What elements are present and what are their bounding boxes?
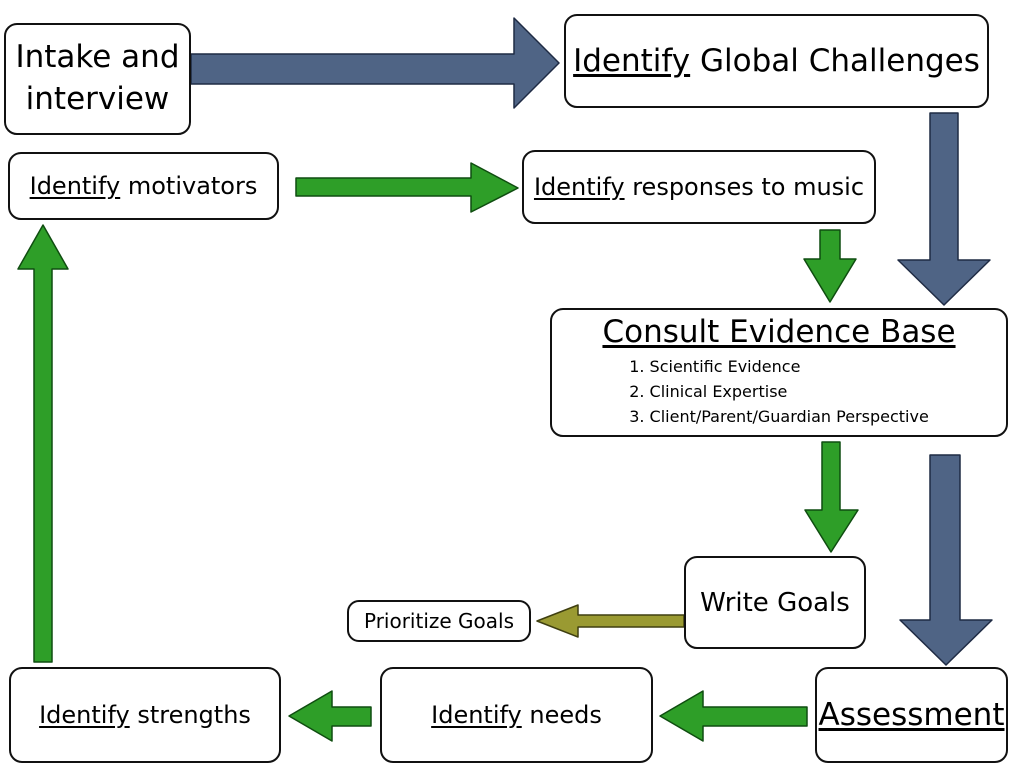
strengths-emph: Identify (39, 701, 130, 729)
arrow-motivators-to-responses (295, 162, 519, 213)
arrow-responses-to-evidence (803, 229, 857, 303)
assessment-label: Assessment (818, 697, 1005, 733)
node-identify-needs: Identify needs (380, 667, 653, 763)
evidence-item: 3. Client/Parent/Guardian Perspective (629, 407, 929, 426)
arrow-global-to-evidence (897, 112, 991, 306)
node-identify-responses-to-music: Identify responses to music (522, 150, 876, 224)
motivators-emph: Identify (29, 172, 121, 200)
prioritize-goals-label: Prioritize Goals (363, 609, 515, 633)
strengths-rest: strengths (129, 701, 251, 729)
node-write-goals: Write Goals (684, 556, 866, 649)
arrow-strengths-to-motivators (17, 224, 69, 663)
global-rest: Global Challenges (690, 43, 980, 79)
responses-rest: responses to music (624, 173, 865, 201)
arrow-evidence-to-writegoals (804, 441, 859, 553)
node-identify-motivators: Identify motivators (8, 152, 279, 220)
write-goals-label: Write Goals (700, 587, 850, 618)
arrow-assessment-to-needs (659, 690, 808, 742)
motivators-rest: motivators (120, 172, 258, 200)
node-identify-global-challenges: Identify Global Challenges (564, 14, 989, 108)
needs-rest: needs (521, 701, 602, 729)
evidence-title: Consult Evidence Base (602, 314, 956, 350)
intake-line-1: Intake and (15, 39, 180, 76)
arrow-intake-to-global (190, 17, 560, 109)
evidence-item: 1. Scientific Evidence (629, 357, 801, 376)
evidence-item: 2. Clinical Expertise (629, 382, 788, 401)
node-intake-interview: Intake and interview (4, 23, 191, 135)
node-prioritize-goals: Prioritize Goals (347, 600, 531, 642)
node-assessment: Assessment (815, 667, 1008, 763)
arrow-evidence-to-assessment (899, 454, 993, 666)
node-consult-evidence-base: Consult Evidence Base 1. Scientific Evid… (550, 308, 1008, 437)
intake-line-2: interview (25, 81, 170, 117)
responses-emph: Identify (533, 173, 625, 201)
arrow-writegoals-to-prioritize (536, 604, 685, 638)
needs-emph: Identify (431, 701, 522, 729)
arrow-needs-to-strengths (288, 690, 372, 742)
global-emph: Identify (573, 43, 691, 79)
evidence-list: 1. Scientific Evidence 2. Clinical Exper… (629, 354, 929, 429)
node-identify-strengths: Identify strengths (9, 667, 281, 763)
